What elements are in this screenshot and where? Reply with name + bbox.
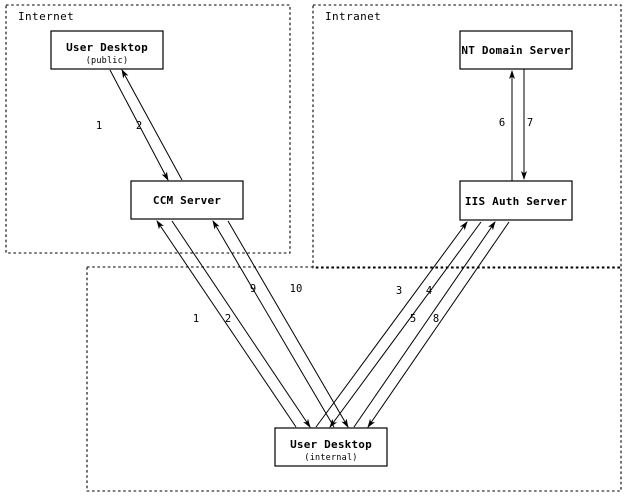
zone-intranet-boundary bbox=[312, 4, 622, 269]
flow-label-step-7: 7 bbox=[527, 117, 533, 129]
flow-label-step-10: 10 bbox=[290, 283, 303, 295]
flow-line-step-9 bbox=[212, 220, 335, 428]
node-subtitle-user-desktop-internal: (internal) bbox=[304, 453, 357, 463]
node-box-user-desktop-public[interactable] bbox=[50, 30, 164, 70]
node-box-ccm-server[interactable] bbox=[130, 180, 244, 220]
flow-pair-iis-nt: 6 7 bbox=[499, 69, 533, 181]
node-subtitle-user-desktop-public: (public) bbox=[86, 56, 129, 66]
zone-internal-boundary bbox=[86, 266, 622, 492]
node-title-iis-auth-server: IIS Auth Server bbox=[465, 195, 568, 208]
zone-internal-group bbox=[86, 266, 622, 492]
flow-line-step-10 bbox=[227, 220, 349, 428]
flow-pair-internal-iis-58: 5 8 bbox=[353, 221, 510, 428]
flow-line-step-1-internal bbox=[156, 220, 297, 428]
flow-label-step-8: 8 bbox=[433, 313, 439, 325]
node-box-user-desktop-internal[interactable] bbox=[274, 427, 388, 467]
zone-internet-group: Internet bbox=[5, 4, 291, 254]
flow-label-step-1-public: 1 bbox=[96, 120, 102, 132]
flow-label-step-2-internal: 2 bbox=[225, 313, 231, 325]
flow-label-step-1-internal: 1 bbox=[193, 313, 199, 325]
flow-label-step-9: 9 bbox=[250, 283, 256, 295]
flow-line-step-2-internal bbox=[171, 220, 311, 428]
node-nt-domain-server[interactable]: NT Domain Server bbox=[459, 30, 573, 70]
flow-pair-internal-ccm-910: 9 10 bbox=[212, 220, 349, 428]
flow-line-step-2-public bbox=[121, 69, 183, 181]
zone-internet-label: Internet bbox=[18, 10, 74, 23]
node-box-iis-auth-server[interactable] bbox=[459, 180, 573, 221]
node-iis-auth-server[interactable]: IIS Auth Server bbox=[459, 180, 573, 221]
flow-line-step-1-public bbox=[109, 69, 169, 181]
flow-line-step-5 bbox=[353, 221, 496, 428]
flow-line-step-4 bbox=[329, 221, 482, 428]
zone-internet-boundary bbox=[5, 4, 291, 254]
flow-pair-internal-iis-34: 3 4 bbox=[315, 221, 482, 428]
node-title-user-desktop-public: User Desktop bbox=[66, 41, 148, 54]
zone-intranet-group: Intranet bbox=[312, 4, 622, 269]
node-ccm-server[interactable]: CCM Server bbox=[130, 180, 244, 220]
flow-label-step-4: 4 bbox=[426, 285, 432, 297]
node-title-user-desktop-internal: User Desktop bbox=[290, 438, 372, 451]
node-title-nt-domain-server: NT Domain Server bbox=[461, 44, 570, 57]
zone-intranet-label: Intranet bbox=[325, 10, 381, 23]
node-title-ccm-server: CCM Server bbox=[153, 194, 221, 207]
flow-label-step-2-public: 2 bbox=[136, 120, 142, 132]
node-box-nt-domain-server[interactable] bbox=[459, 30, 573, 70]
flow-pair-public-ccm: 1 2 bbox=[96, 69, 183, 181]
flow-label-step-3: 3 bbox=[396, 285, 402, 297]
flow-line-step-3 bbox=[315, 221, 468, 428]
flow-line-step-8 bbox=[367, 221, 510, 428]
flow-label-step-5: 5 bbox=[410, 313, 416, 325]
flow-label-step-6: 6 bbox=[499, 117, 505, 129]
node-user-desktop-internal[interactable]: User Desktop (internal) bbox=[274, 427, 388, 467]
flow-pair-internal-ccm-12: 1 2 bbox=[156, 220, 311, 428]
node-user-desktop-public[interactable]: User Desktop (public) bbox=[50, 30, 164, 70]
